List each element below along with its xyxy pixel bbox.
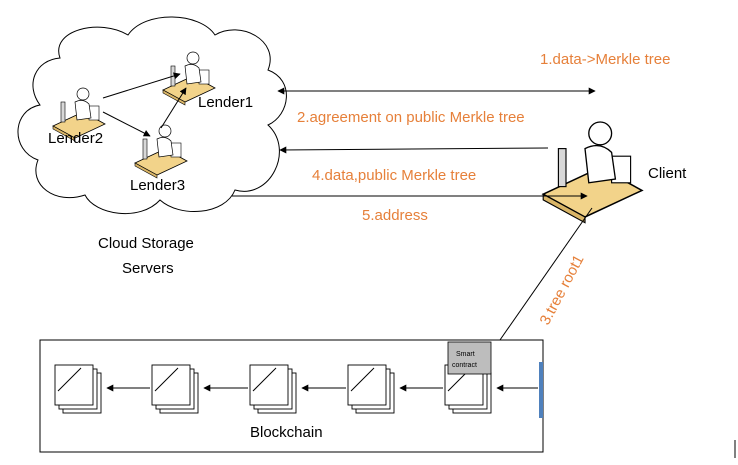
cloud-icon: [17, 16, 287, 215]
cloud-caption-line1: Cloud Storage: [98, 235, 194, 252]
arrow-step4: [279, 146, 549, 154]
lender3-label: Lender3: [130, 177, 185, 194]
edge-lender2-lender3: [102, 111, 151, 137]
lender2-label: Lender2: [48, 130, 103, 147]
chain-entry-bar: [539, 362, 543, 418]
step4-label: 4.data,public Merkle tree: [312, 167, 476, 184]
arrow-step3: [492, 207, 593, 351]
smart-contract-label-line1: Smart: [456, 351, 475, 358]
block-5: [54, 364, 102, 414]
lender1-label: Lender1: [198, 94, 253, 111]
block-2: [347, 364, 395, 414]
step2-label: 2.agreement on public Merkle tree: [297, 109, 525, 126]
edge-lender2-lender1: [102, 72, 181, 99]
blockchain-label: Blockchain: [250, 424, 323, 441]
cloud-caption-line2: Servers: [122, 260, 174, 277]
block-3: [249, 364, 297, 414]
edge-lender3-lender1: [160, 87, 187, 129]
step3-label: 3.tree root1: [537, 252, 588, 328]
smart-contract-label-line2: contract: [452, 362, 477, 369]
block-4: [151, 364, 199, 414]
step5-label: 5.address: [362, 207, 428, 224]
client-label: Client: [648, 165, 687, 182]
step1-label: 1.data->Merkle tree: [540, 51, 670, 68]
smart-contract-box: [447, 341, 492, 375]
client-icon: [542, 121, 643, 224]
